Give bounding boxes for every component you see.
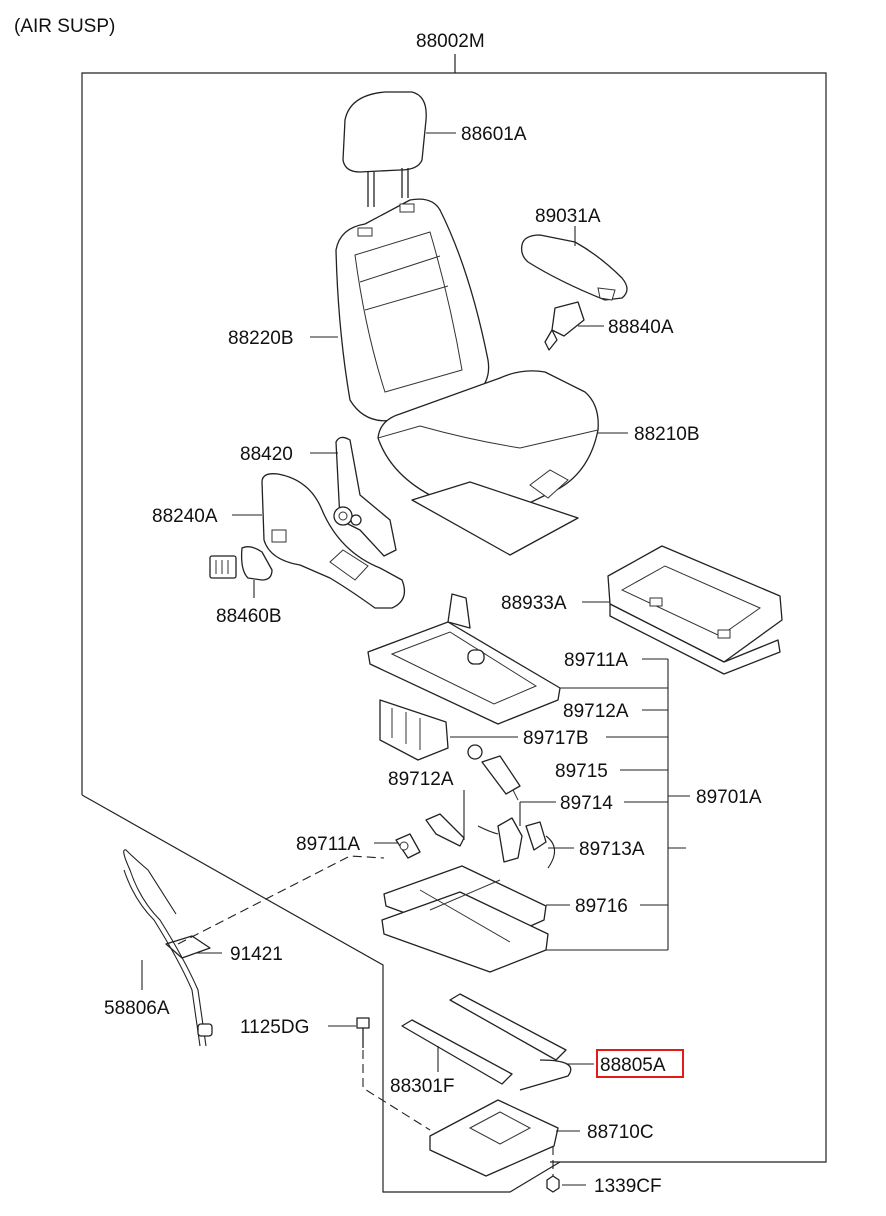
label-89715[interactable]: 89715 — [555, 761, 608, 782]
seat-back-part[interactable] — [335, 198, 490, 422]
variant-label: (AIR SUSP) — [14, 16, 115, 37]
label-89716[interactable]: 89716 — [575, 896, 628, 917]
storage-tray-part[interactable] — [607, 545, 783, 675]
label-88710C[interactable]: 88710C — [587, 1122, 654, 1143]
label-89714[interactable]: 89714 — [560, 793, 613, 814]
switch-part[interactable] — [209, 546, 273, 581]
label-part[interactable] — [165, 935, 211, 959]
label-89712A-left[interactable]: 89712A — [388, 769, 454, 790]
label-88420[interactable]: 88420 — [240, 444, 293, 465]
lever-mechanism-part[interactable] — [379, 699, 449, 761]
label-89701A[interactable]: 89701A — [696, 787, 762, 808]
callout-labels: 88601A 89031A 88220B 88840A 88210B 88420… — [104, 124, 762, 1197]
label-88460B[interactable]: 88460B — [216, 606, 282, 627]
cushion-part[interactable] — [377, 370, 599, 556]
headrest-part[interactable] — [342, 91, 427, 207]
inner-rail-part[interactable] — [401, 1019, 513, 1085]
side-shield-part[interactable] — [261, 473, 406, 609]
nut-part[interactable] — [546, 1175, 560, 1193]
air-spring-part[interactable] — [467, 744, 521, 801]
air-hose-part[interactable] — [123, 849, 213, 1047]
label-88220B[interactable]: 88220B — [228, 328, 294, 349]
valve-part[interactable] — [477, 817, 523, 863]
label-1125DG[interactable]: 1125DG — [240, 1017, 309, 1038]
label-1339CF[interactable]: 1339CF — [594, 1176, 662, 1197]
armrest-part[interactable] — [520, 234, 628, 301]
label-88210B[interactable]: 88210B — [634, 424, 700, 445]
slide-rail-part[interactable] — [449, 993, 572, 1091]
assembly-frame — [81, 54, 827, 1193]
buckle-part[interactable] — [544, 301, 585, 351]
label-58806A[interactable]: 58806A — [104, 998, 170, 1019]
label-89712A-upper[interactable]: 89712A — [563, 701, 629, 722]
label-88240A[interactable]: 88240A — [152, 506, 218, 527]
harness-part[interactable] — [525, 821, 556, 869]
upper-frame-part[interactable] — [367, 593, 561, 725]
leader-lines — [141, 132, 690, 1186]
label-89711A-upper[interactable]: 89711A — [564, 650, 628, 671]
label-89713A[interactable]: 89713A — [579, 839, 645, 860]
scissor-frame-part[interactable] — [381, 865, 549, 973]
label-89711A-left[interactable]: 89711A — [296, 834, 360, 855]
label-89031A[interactable]: 89031A — [535, 206, 601, 227]
left-lever-part[interactable] — [395, 833, 421, 859]
bolt-part[interactable] — [356, 1017, 370, 1048]
label-88805A[interactable]: 88805A — [600, 1055, 666, 1076]
assembly-label: 88002M — [416, 31, 485, 52]
label-91421[interactable]: 91421 — [230, 944, 283, 965]
highlight-box — [596, 1049, 684, 1078]
left-bracket-part[interactable] — [425, 813, 465, 847]
label-88840A[interactable]: 88840A — [608, 317, 674, 338]
label-88301F[interactable]: 88301F — [390, 1076, 454, 1097]
label-88601A[interactable]: 88601A — [461, 124, 527, 145]
recliner-part[interactable] — [333, 436, 397, 557]
label-89717B[interactable]: 89717B — [523, 728, 589, 749]
base-plate-part[interactable] — [429, 1099, 559, 1177]
label-88933A[interactable]: 88933A — [501, 593, 567, 614]
